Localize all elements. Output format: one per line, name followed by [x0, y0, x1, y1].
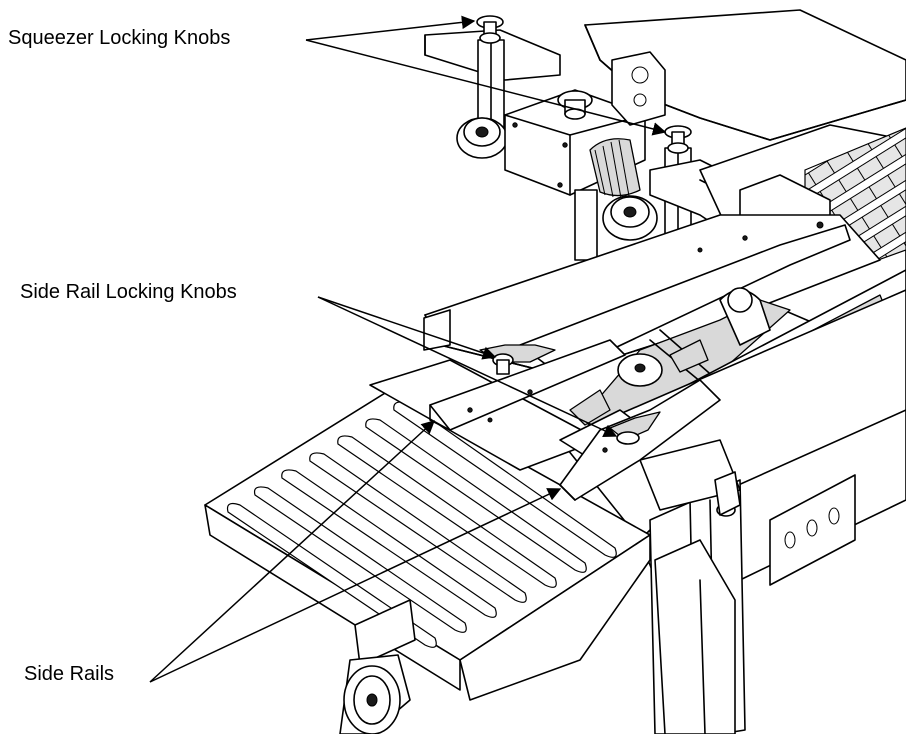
squeezer-drum-right [589, 138, 641, 199]
caster-wheel [339, 599, 416, 734]
leader-side-rail-2 [149, 488, 562, 683]
leader-side-rail-1 [149, 420, 435, 683]
squeezer-knob-left [476, 15, 504, 44]
control-panel [769, 474, 856, 586]
side-rail-locking-knobs-label: Side Rail Locking Knobs [20, 281, 237, 303]
leader-squeezer-knob-1 [305, 15, 476, 41]
leader-squeezer-knob-2 [305, 39, 667, 136]
leader-side-rail-knob-2 [317, 296, 618, 437]
lower-frame [559, 289, 906, 734]
squeezer-knob-right [664, 125, 692, 154]
squeezer-roller-right [602, 195, 658, 241]
callout-lines [149, 15, 667, 683]
side-rail-knob-left [479, 344, 556, 375]
side-rail-left [429, 339, 626, 431]
squeezer-roller-left [456, 117, 508, 159]
side-rails-label: Side Rails [24, 663, 115, 685]
squeezer-locking-knobs-label: Squeezer Locking Knobs [8, 27, 231, 49]
leader-side-rail-knob-1 [317, 296, 497, 360]
side-rail-knob-right [609, 411, 661, 445]
